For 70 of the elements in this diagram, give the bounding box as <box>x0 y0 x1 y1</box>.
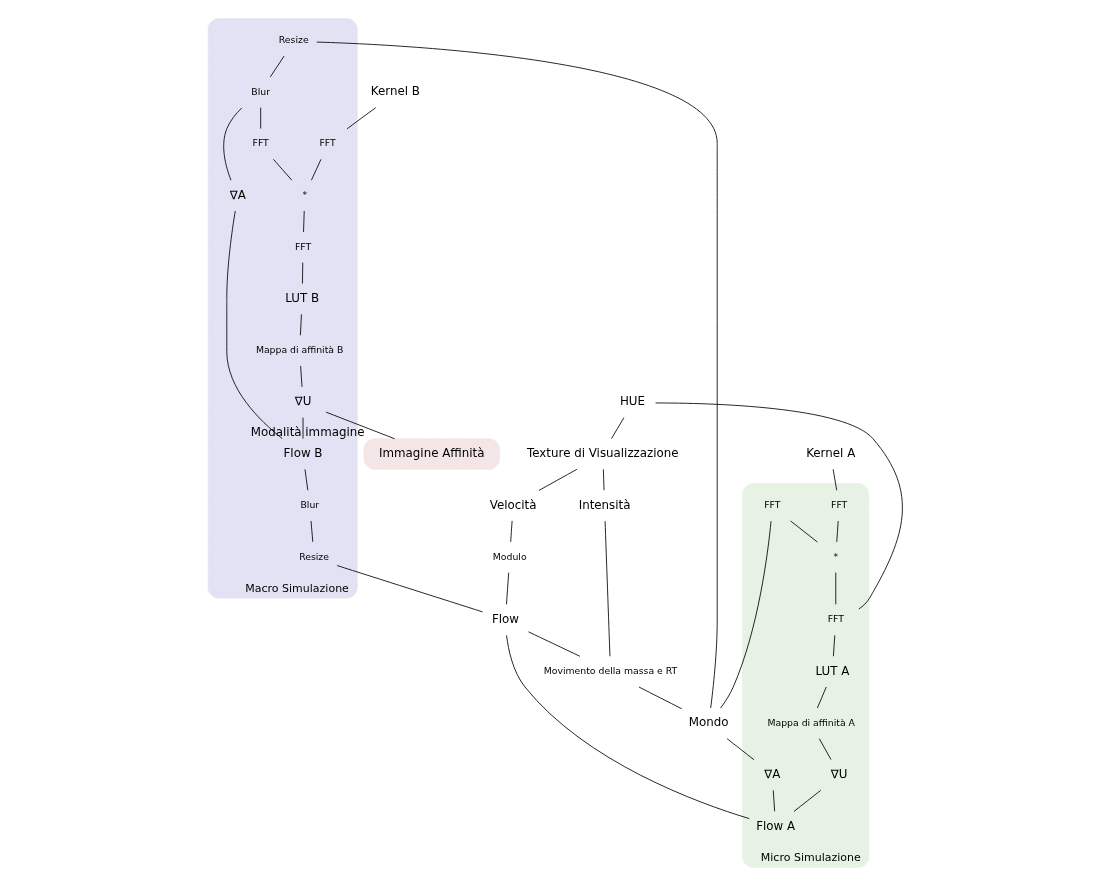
node-text: Flow A <box>756 818 796 833</box>
node-text: ∇A <box>764 767 781 782</box>
node-text: FFT <box>764 499 781 511</box>
connector <box>832 468 838 491</box>
connector <box>816 686 827 709</box>
connector <box>611 417 625 439</box>
node-text: Resize <box>299 550 329 562</box>
connector <box>772 789 776 812</box>
connector <box>316 41 718 709</box>
connector <box>310 158 322 181</box>
connector <box>818 738 832 760</box>
connector <box>336 565 483 613</box>
connector <box>604 520 611 657</box>
connector <box>836 520 839 543</box>
connector <box>269 55 285 78</box>
connector <box>325 411 395 440</box>
node-text: Flow B <box>283 446 323 461</box>
node-text: Mappa di affinità A <box>767 716 855 728</box>
connector <box>655 402 903 610</box>
node-label: Modalità immagine <box>250 424 365 439</box>
connector <box>302 262 304 284</box>
connector <box>602 468 605 491</box>
connector <box>304 468 309 491</box>
node-text: FFT <box>294 240 312 252</box>
node-text: Mondo <box>688 715 729 730</box>
node-text: Blur <box>300 499 320 511</box>
node-text: FFT <box>827 613 844 625</box>
connector <box>506 572 510 605</box>
node-box: Immagine Affinità <box>363 438 500 470</box>
connector <box>793 789 822 812</box>
connector <box>260 107 262 129</box>
node-text: Resize <box>278 34 309 46</box>
node-text: LUT A <box>815 663 850 678</box>
connector <box>790 520 818 543</box>
connector <box>303 210 305 233</box>
connector <box>300 365 303 388</box>
node-text: ∇U <box>830 767 848 782</box>
node-text: FFT <box>252 137 269 149</box>
connector <box>226 210 283 439</box>
node-text: HUE <box>619 394 646 409</box>
node-text: LUT B <box>285 291 320 306</box>
node-text: FFT <box>319 137 336 149</box>
connector <box>310 520 314 543</box>
connector <box>538 468 578 491</box>
connector <box>832 634 836 657</box>
connector <box>638 686 683 710</box>
node-text: Kernel B <box>370 84 420 99</box>
node-text: Modulo <box>492 550 527 562</box>
connector <box>223 107 243 181</box>
connector <box>528 631 581 657</box>
node-text: * <box>833 550 839 562</box>
connector <box>510 520 513 543</box>
node-text: Intensità <box>578 497 631 512</box>
connector <box>273 158 293 181</box>
node-text: Texture di Visualizzazione <box>527 446 679 461</box>
node-text: Mappa di affinità B <box>255 344 344 356</box>
node-text: Movimento della massa e RT <box>543 665 678 677</box>
connector <box>346 107 377 130</box>
node-text: Blur <box>251 85 271 97</box>
node-text: ∇A <box>229 187 246 202</box>
connector <box>726 738 755 761</box>
node-text: Velocità <box>489 497 537 512</box>
connector <box>299 313 302 336</box>
connector <box>720 520 772 709</box>
node-text: ∇U <box>294 394 312 409</box>
connector <box>506 635 750 819</box>
node-text: * <box>302 189 308 201</box>
node-text: Kernel A <box>806 446 856 461</box>
node-text: FFT <box>831 499 848 511</box>
node-text: Flow <box>491 612 519 627</box>
